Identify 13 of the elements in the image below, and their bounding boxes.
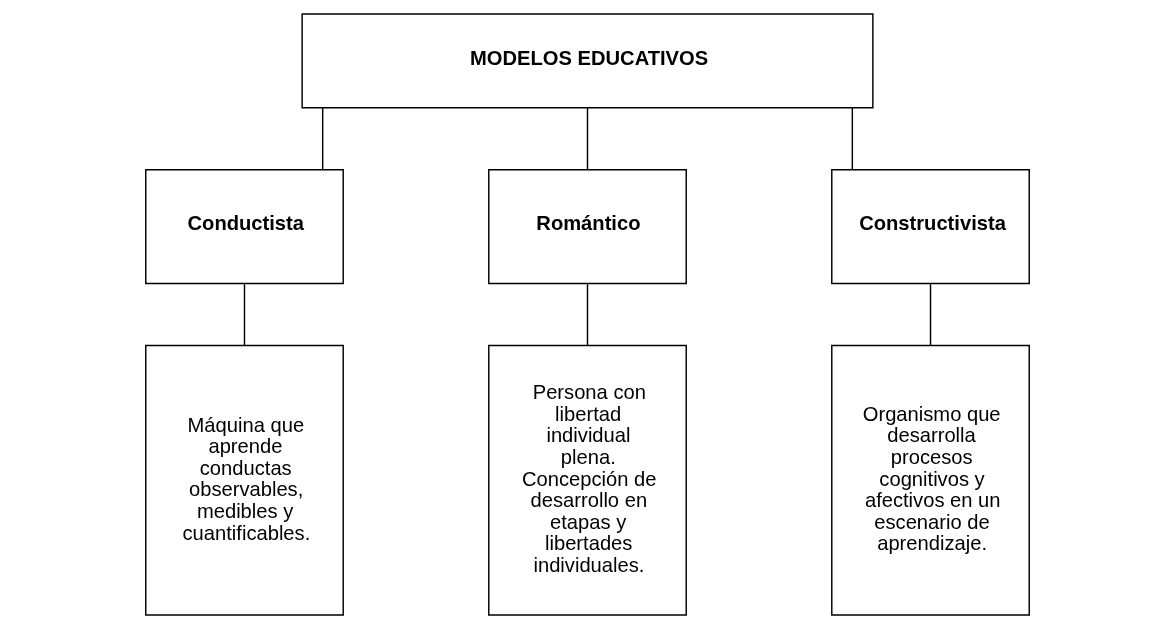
node-box: Organismo que desarrolla procesos cognitivos y afectivos en un escenario de aprendizaje. <box>830 344 1030 616</box>
connector <box>321 107 323 171</box>
connector <box>929 283 931 347</box>
connector <box>586 283 588 347</box>
node-box: Persona con libertad individual plena. Concepción de desarrollo en etapas y libertades individuales. <box>487 344 687 616</box>
node-box: MODELOS EDUCATIVOS <box>300 13 874 109</box>
node-box: Constructivista <box>830 168 1030 285</box>
node-box: Romántico <box>487 168 687 285</box>
node-box: Máquina que aprende conductas observables, medibles y cuantificables. <box>144 344 344 616</box>
node-box: Conductista <box>144 168 344 285</box>
connector <box>586 107 588 171</box>
connector <box>851 107 853 171</box>
connector <box>243 283 245 347</box>
